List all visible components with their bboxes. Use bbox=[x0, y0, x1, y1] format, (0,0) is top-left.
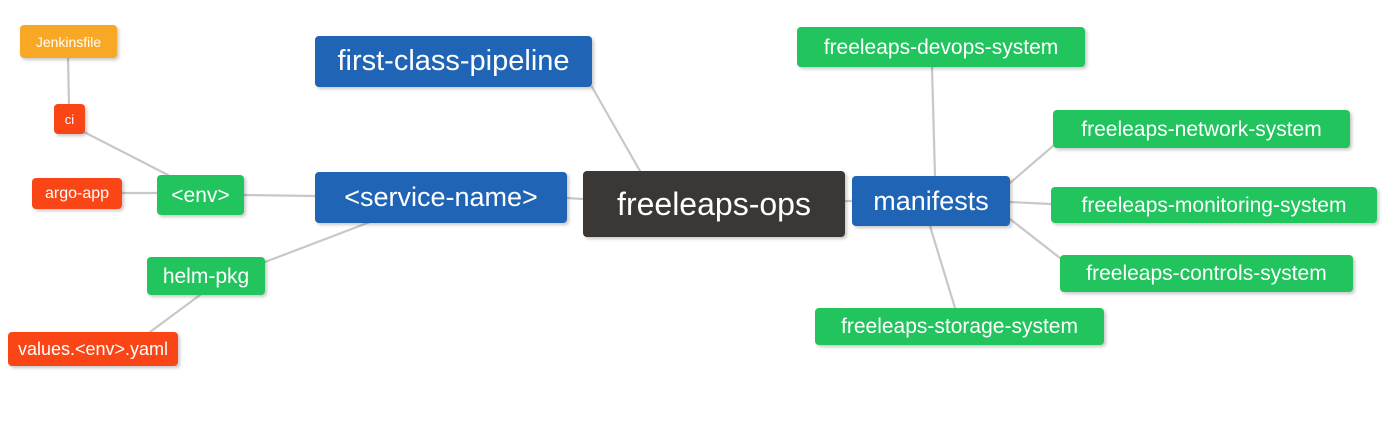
edge-service-name-helm-pkg bbox=[263, 220, 372, 264]
node-ci-label: ci bbox=[64, 111, 75, 127]
edge-helm-pkg-values-yaml bbox=[148, 293, 202, 334]
node-freeleaps-monitoring-system-label: freeleaps-monitoring-system bbox=[1081, 193, 1347, 217]
node-jenkinsfile[interactable]: Jenkinsfile bbox=[20, 25, 117, 58]
edge-root-first-class-pipeline bbox=[590, 85, 642, 173]
node-values-yaml-label: values.<env>.yaml bbox=[17, 339, 169, 359]
node-first-class-pipeline-label: first-class-pipeline bbox=[337, 45, 570, 77]
node-service-name-label: <service-name> bbox=[344, 182, 538, 212]
edge-ci-jenkinsfile bbox=[66, 56, 71, 106]
node-jenkinsfile-label: Jenkinsfile bbox=[35, 33, 102, 50]
edge-manifests-network-system bbox=[1008, 144, 1055, 185]
node-first-class-pipeline[interactable]: first-class-pipeline bbox=[315, 36, 592, 87]
node-freeleaps-monitoring-system[interactable]: freeleaps-monitoring-system bbox=[1051, 187, 1377, 223]
node-freeleaps-storage-system-label: freeleaps-storage-system bbox=[841, 315, 1078, 338]
node-freeleaps-devops-system-label: freeleaps-devops-system bbox=[823, 35, 1059, 59]
node-freeleaps-controls-system-label: freeleaps-controls-system bbox=[1086, 262, 1327, 285]
node-freeleaps-network-system[interactable]: freeleaps-network-system bbox=[1053, 110, 1350, 148]
node-env-label: <env> bbox=[171, 183, 230, 207]
node-helm-pkg[interactable]: helm-pkg bbox=[147, 257, 265, 295]
node-manifests[interactable]: manifests bbox=[852, 176, 1010, 226]
edge-manifests-controls-system bbox=[1008, 217, 1062, 260]
node-values-yaml[interactable]: values.<env>.yaml bbox=[8, 332, 178, 366]
node-helm-pkg-label: helm-pkg bbox=[162, 264, 250, 288]
node-env[interactable]: <env> bbox=[157, 175, 244, 215]
node-service-name[interactable]: <service-name> bbox=[315, 172, 567, 223]
edge-manifests-devops-system bbox=[930, 65, 937, 178]
node-root-freeleaps-ops[interactable]: freeleaps-ops bbox=[583, 171, 845, 237]
edge-service-name-env bbox=[242, 193, 317, 198]
edge-root-service-name bbox=[565, 196, 585, 201]
node-argo-app[interactable]: argo-app bbox=[32, 178, 122, 209]
node-freeleaps-storage-system[interactable]: freeleaps-storage-system bbox=[815, 308, 1104, 345]
edge-manifests-storage-system bbox=[928, 224, 957, 310]
edge-manifests-monitoring-system bbox=[1008, 200, 1053, 206]
node-root-label: freeleaps-ops bbox=[617, 186, 811, 222]
node-freeleaps-controls-system[interactable]: freeleaps-controls-system bbox=[1060, 255, 1353, 292]
node-argo-app-label: argo-app bbox=[44, 184, 110, 202]
node-manifests-label: manifests bbox=[873, 185, 989, 216]
node-freeleaps-network-system-label: freeleaps-network-system bbox=[1081, 117, 1322, 141]
node-ci[interactable]: ci bbox=[54, 104, 85, 134]
node-freeleaps-devops-system[interactable]: freeleaps-devops-system bbox=[797, 27, 1085, 67]
edge-env-ci bbox=[80, 129, 170, 177]
